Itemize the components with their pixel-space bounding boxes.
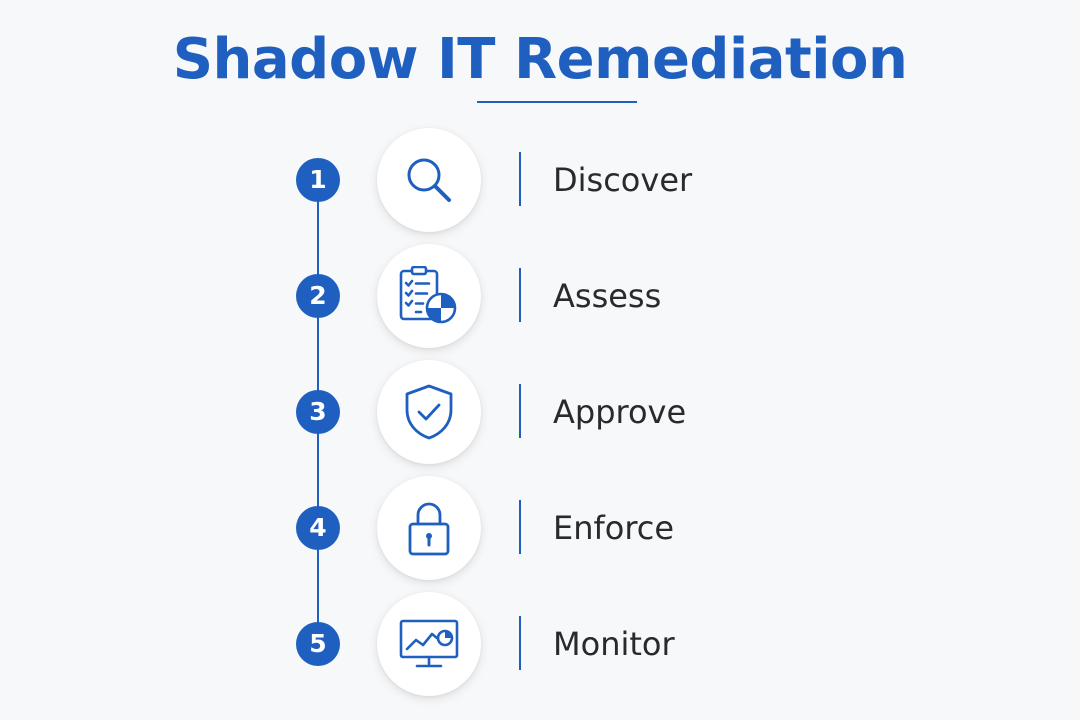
page-title: Shadow IT Remediation [172, 27, 908, 92]
step-label: Enforce [553, 509, 675, 547]
step-number: 1 [296, 158, 340, 202]
step-label: Monitor [553, 625, 675, 663]
step-5: 5 Monitor [0, 590, 1080, 700]
step-icon-container [377, 476, 481, 580]
step-number: 5 [296, 622, 340, 666]
step-number: 3 [296, 390, 340, 434]
step-label: Approve [553, 393, 687, 431]
step-3: 3 Approve [0, 358, 1080, 468]
step-icon-container [377, 592, 481, 696]
monitor-chart-icon [399, 619, 459, 668]
step-label: Assess [553, 277, 662, 315]
step-icon-container [377, 244, 481, 348]
title-underline [477, 101, 637, 103]
padlock-icon [408, 502, 450, 556]
step-divider [519, 616, 521, 670]
step-number: 4 [296, 506, 340, 550]
step-4: 4 Enforce [0, 474, 1080, 584]
step-icon-container [377, 360, 481, 464]
clipboard-chart-icon [399, 266, 457, 324]
step-divider [519, 268, 521, 322]
magnifier-icon [407, 158, 451, 202]
step-divider [519, 500, 521, 554]
step-label: Discover [553, 161, 693, 199]
step-2: 2 Assess [0, 242, 1080, 352]
shield-check-icon [405, 384, 453, 440]
step-1: 1 Discover [0, 126, 1080, 236]
step-divider [519, 152, 521, 206]
step-divider [519, 384, 521, 438]
step-number: 2 [296, 274, 340, 318]
step-icon-container [377, 128, 481, 232]
